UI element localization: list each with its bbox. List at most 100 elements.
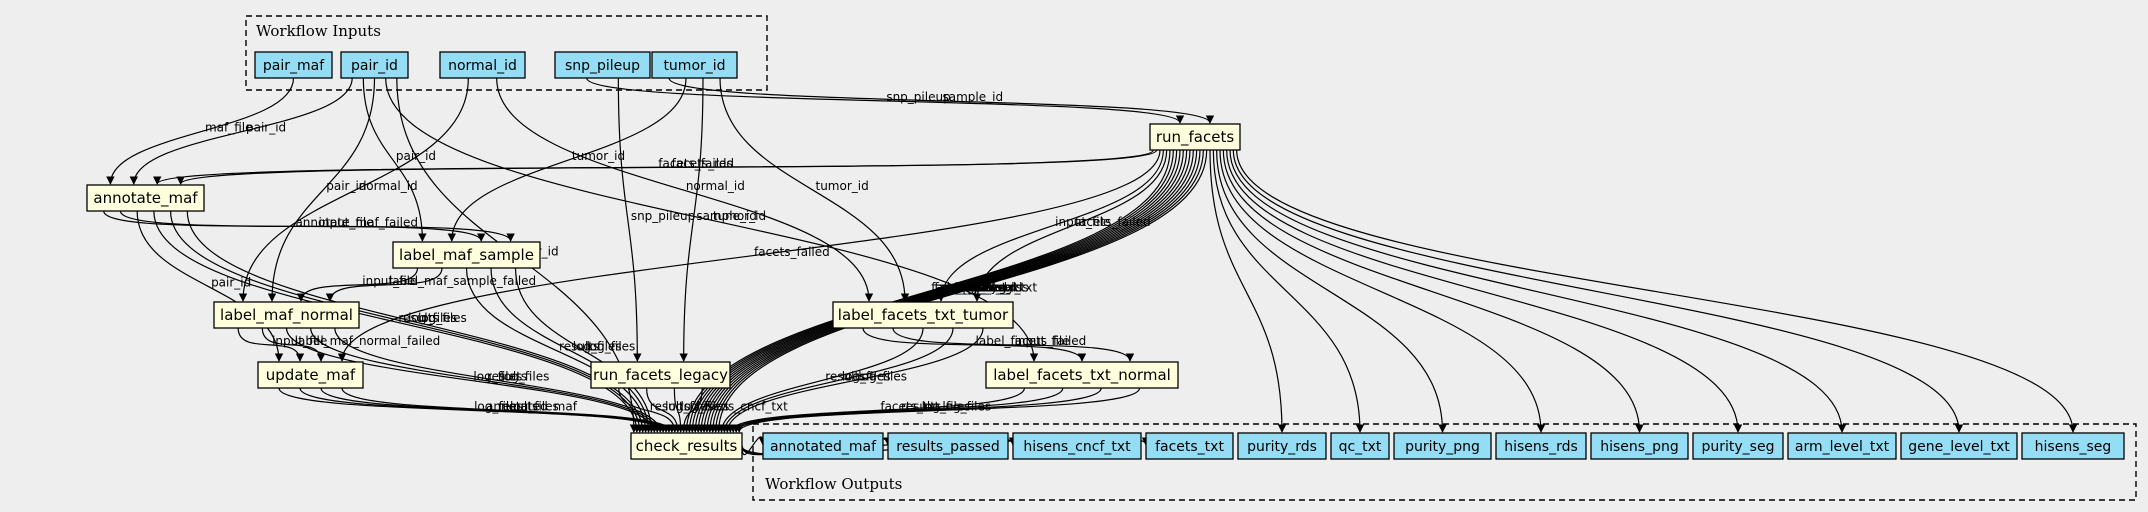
- edge-label: pair_id: [246, 121, 286, 135]
- node-label: gene_level_txt: [1908, 439, 2010, 455]
- edge-run-facets-to-qc-txt: [1212, 149, 1365, 433]
- edge-annotate-maf-to-check-results: [169, 210, 644, 433]
- edge-snp-pileup-to-run-facets: [586, 77, 1185, 124]
- edge-run-facets-to-check-results: [708, 149, 1201, 433]
- node-label: purity_seg: [1702, 439, 1775, 455]
- node-run-facets[interactable]: run_facets: [1149, 123, 1241, 151]
- node-label: normal_id: [448, 58, 517, 74]
- edge-label: facets_txt: [934, 281, 993, 295]
- edge-run-facets-to-arm-level-txt: [1229, 149, 1847, 433]
- edge-label-facets-txt-tumor-to-label-facets-txt-normal: [892, 327, 1135, 362]
- node-pair-id[interactable]: pair_id: [340, 51, 409, 79]
- edge-label: facets_txt: [880, 400, 939, 414]
- node-label-facets-txt-normal[interactable]: label_facets_txt_normal: [985, 361, 1179, 389]
- edge-annotate-maf-to-label-maf-sample: [119, 210, 515, 242]
- node-box: [439, 51, 526, 79]
- edge-annotate-maf-to-check-results: [153, 210, 642, 433]
- edge-label: log_files: [858, 370, 907, 384]
- edge-label-maf-sample-to-check-results: [465, 267, 650, 433]
- edge-run-facets-to-check-results: [714, 149, 1208, 433]
- node-results-passed[interactable]: results_passed: [887, 432, 1009, 460]
- node-hisens-png[interactable]: hisens_png: [1590, 432, 1689, 460]
- edge-run-facets-to-hisens-png: [1222, 149, 1644, 433]
- edge-tumor-id-to-run-facets: [668, 77, 1215, 124]
- node-label: check_results: [636, 437, 738, 456]
- node-gene-level-txt[interactable]: gene_level_txt: [1900, 432, 2018, 460]
- edge-label: facets_failed: [658, 157, 734, 171]
- edge-label: results: [498, 400, 538, 414]
- node-label: arm_level_txt: [1795, 439, 1890, 455]
- edge-label: input_file: [272, 334, 327, 348]
- node-label-maf-sample[interactable]: label_maf_sample: [392, 241, 541, 269]
- workflow-outputs-label: Workflow Outputs: [765, 475, 902, 493]
- node-box: [985, 361, 1179, 389]
- node-purity-png[interactable]: purity_png: [1393, 432, 1492, 460]
- edge-label: log_files: [842, 370, 891, 384]
- node-tumor-id[interactable]: tumor_id: [651, 51, 738, 79]
- node-arm-level-txt[interactable]: arm_level_txt: [1787, 432, 1897, 460]
- node-annotated-maf[interactable]: annotated_maf: [762, 432, 884, 460]
- node-label: label_facets_txt_normal: [993, 366, 1171, 385]
- node-label: annotate_maf: [93, 189, 198, 208]
- node-purity-rds[interactable]: purity_rds: [1237, 432, 1327, 460]
- node-label: purity_rds: [1247, 439, 1317, 455]
- node-box: [832, 301, 1014, 329]
- edge-label: log_files: [586, 340, 635, 354]
- node-label: annotated_maf: [770, 439, 877, 455]
- node-run-facets-legacy[interactable]: run_facets_legacy: [590, 361, 731, 389]
- node-pair-maf[interactable]: pair_maf: [254, 51, 333, 79]
- edge-tumor-id-to-run-facets-legacy: [679, 77, 704, 362]
- node-purity-seg[interactable]: purity_seg: [1692, 432, 1784, 460]
- node-hisens-rds[interactable]: hisens_rds: [1495, 432, 1587, 460]
- node-box: [1393, 432, 1492, 460]
- edge-label: hisens_rds: [966, 281, 1029, 295]
- node-box: [1495, 432, 1587, 460]
- node-hisens-cncf-txt[interactable]: hisens_cncf_txt: [1012, 432, 1142, 460]
- edge-label: label_facets_failed: [976, 334, 1087, 348]
- edge-label-facets-txt-normal-to-check-results: [726, 387, 1025, 433]
- edge-label: tumor_id: [572, 149, 625, 163]
- node-box: [257, 361, 364, 389]
- edge-label: facets_failed: [931, 281, 1007, 295]
- node-update-maf[interactable]: update_maf: [257, 361, 364, 389]
- edge-label: normal_id: [359, 179, 418, 193]
- edge-label: normal_id: [686, 179, 745, 193]
- edge-label: tumor_id: [713, 209, 766, 223]
- edge-run-facets-to-hisens-rds: [1219, 149, 1546, 433]
- edge-run-facets-to-check-results: [699, 149, 1191, 433]
- edge-run-facets-to-check-results: [705, 149, 1198, 433]
- node-label: results_passed: [896, 439, 999, 455]
- node-facets-txt[interactable]: facets_txt: [1145, 432, 1234, 460]
- edge-label: log_files: [474, 400, 523, 414]
- edge-label: input_file: [319, 216, 374, 230]
- edge-label: results: [825, 370, 865, 384]
- node-label: run_facets: [1156, 128, 1235, 147]
- edge-label-facets-txt-normal-to-check-results: [729, 387, 1064, 433]
- node-normal-id[interactable]: normal_id: [439, 51, 526, 79]
- edge-update-maf-to-check-results: [341, 387, 677, 433]
- node-label: snp_pileup: [565, 58, 640, 74]
- node-annotate-maf[interactable]: annotate_maf: [86, 184, 205, 212]
- node-snp-pileup[interactable]: snp_pileup: [554, 51, 651, 79]
- edge-label: log_files: [573, 340, 622, 354]
- edge-run-facets-to-check-results: [682, 149, 1171, 433]
- node-check-results[interactable]: check_results: [630, 432, 743, 460]
- edge-label: results: [487, 370, 527, 384]
- node-box: [1237, 432, 1327, 460]
- edge-label: input_file: [1015, 334, 1070, 348]
- node-label: tumor_id: [663, 58, 725, 74]
- node-label-maf-normal[interactable]: label_maf_normal: [213, 301, 360, 329]
- edge-label: results: [650, 400, 690, 414]
- node-label-facets-txt-tumor[interactable]: label_facets_txt_tumor: [832, 301, 1014, 329]
- edge-run-facets-to-annotate-maf: [176, 149, 1158, 185]
- node-box: [1145, 432, 1234, 460]
- node-hisens-seg[interactable]: hisens_seg: [2021, 432, 2125, 460]
- edge-label-maf-normal-to-check-results: [310, 327, 662, 433]
- node-label: run_facets_legacy: [593, 366, 728, 385]
- edge-label: log_files: [956, 281, 1005, 295]
- node-label: update_maf: [266, 366, 356, 385]
- node-box: [1787, 432, 1897, 460]
- node-box: [887, 432, 1009, 460]
- node-qc-txt[interactable]: qc_txt: [1330, 432, 1390, 460]
